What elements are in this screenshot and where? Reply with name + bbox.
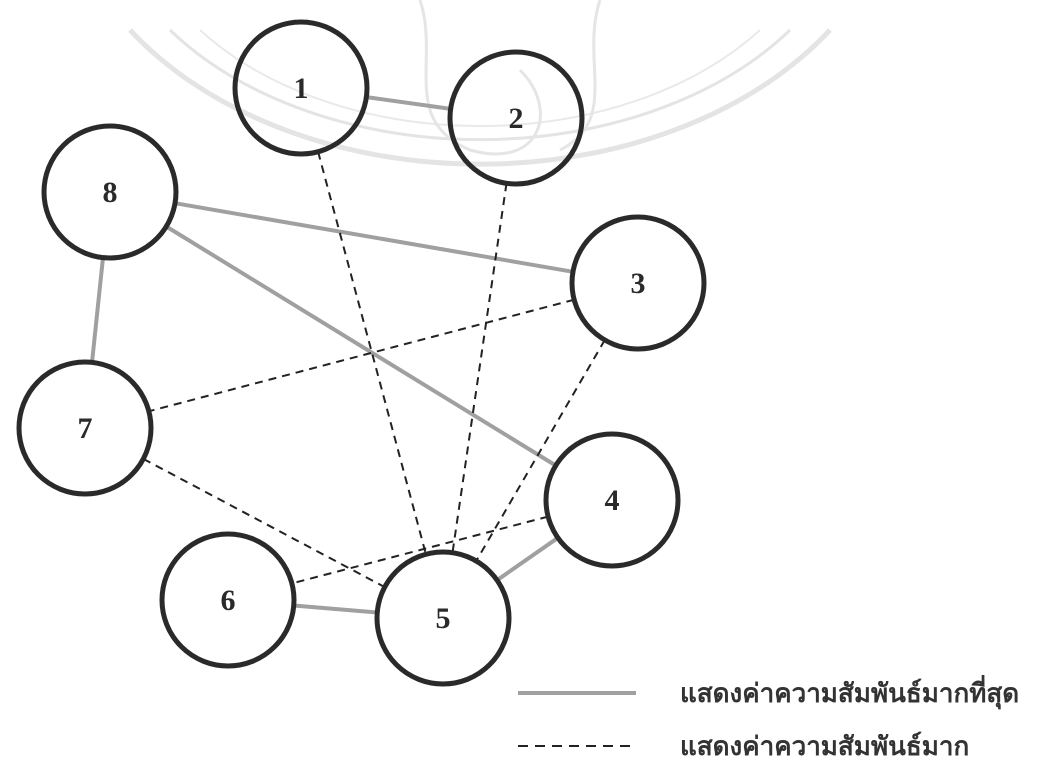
node-5: 5 bbox=[377, 552, 509, 684]
node-8: 8 bbox=[44, 126, 176, 258]
legend: แสดงค่าความสัมพันธ์มากที่สุดแสดงค่าความส… bbox=[518, 674, 1019, 759]
edge-3-5 bbox=[476, 340, 605, 561]
node-label: 8 bbox=[103, 176, 118, 209]
node-label: 5 bbox=[436, 602, 451, 635]
node-label: 1 bbox=[294, 72, 309, 105]
edge-8-7 bbox=[92, 258, 103, 363]
edge-6-5 bbox=[294, 606, 377, 613]
edge-7-5 bbox=[143, 459, 384, 587]
node-label: 7 bbox=[78, 412, 93, 445]
edge-1-2 bbox=[366, 97, 450, 109]
node-4: 4 bbox=[546, 434, 678, 566]
edge-8-3 bbox=[175, 203, 573, 272]
nodes-layer: 1 2 3 4 5 6 7 8 bbox=[19, 22, 704, 684]
legend-label-strongest: แสดงค่าความสัมพันธ์มากที่สุด bbox=[680, 674, 1019, 710]
node-3: 3 bbox=[572, 217, 704, 349]
node-label: 4 bbox=[605, 484, 620, 517]
edge-2-5 bbox=[453, 183, 507, 552]
node-label: 3 bbox=[631, 267, 646, 300]
edges-layer bbox=[92, 97, 605, 612]
edge-8-4 bbox=[166, 227, 555, 466]
legend-label-strong: แสดงค่าความสัมพันธ์มาก bbox=[680, 731, 969, 759]
node-7: 7 bbox=[19, 362, 151, 494]
node-6: 6 bbox=[162, 534, 294, 666]
edge-4-5 bbox=[497, 538, 558, 580]
node-label: 2 bbox=[509, 102, 524, 135]
edge-1-5 bbox=[318, 152, 426, 554]
node-label: 6 bbox=[221, 584, 236, 617]
